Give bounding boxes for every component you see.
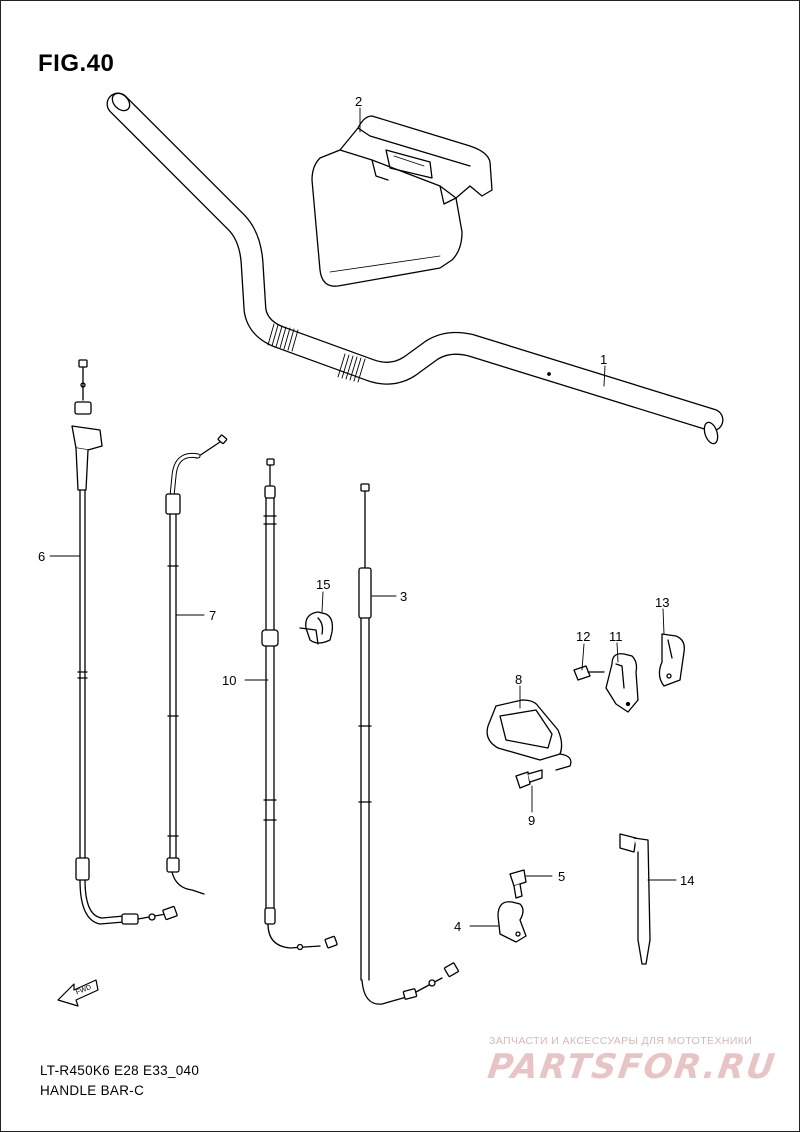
leader-lines [49,107,677,927]
callout-6: 6 [38,549,45,564]
cable-6[interactable] [71,359,178,925]
callout-2: 2 [355,94,362,109]
bracket-13[interactable] [658,633,685,687]
figure-subtitle: HANDLE BAR-C [40,1083,145,1098]
bolt-9[interactable] [515,769,543,789]
cable-3[interactable] [358,483,459,1005]
watermark-text: ЗАПЧАСТИ И АКСЕССУАРЫ ДЛЯ МОТОТЕХНИКИ [489,1035,753,1047]
bracket-4[interactable] [497,901,527,943]
model-code: LT-R450K6 E28 E33_040 [40,1063,200,1078]
cable-10[interactable] [261,458,338,951]
callout-10: 10 [222,673,236,688]
bolt-12[interactable] [573,665,605,681]
cable-7[interactable] [165,434,228,895]
watermark-logo: PARTSFOR.RU [485,1047,779,1087]
callout-14: 14 [680,873,694,888]
callout-8: 8 [515,672,522,687]
figure-title: FIG.40 [38,50,115,77]
handlebar[interactable] [106,90,724,445]
callout-9: 9 [528,813,535,828]
callout-5: 5 [558,869,565,884]
clamp-11[interactable] [605,653,639,713]
bolt-5[interactable] [509,869,527,899]
callout-3: 3 [400,589,407,604]
callout-4: 4 [454,919,461,934]
handlebar-cover[interactable] [311,115,493,287]
callout-7: 7 [209,608,216,623]
callouts: 1 2 3 4 5 6 7 8 9 10 11 12 13 14 15 [38,94,694,934]
callout-11: 11 [609,629,623,644]
clamp-15[interactable] [299,611,334,645]
callout-1: 1 [600,352,607,367]
callout-12: 12 [576,629,590,644]
callout-15: 15 [316,577,330,592]
callout-13: 13 [655,595,669,610]
forward-arrow: FWD [57,979,99,1007]
rod-14[interactable] [619,833,651,965]
guide-8[interactable] [486,699,572,771]
